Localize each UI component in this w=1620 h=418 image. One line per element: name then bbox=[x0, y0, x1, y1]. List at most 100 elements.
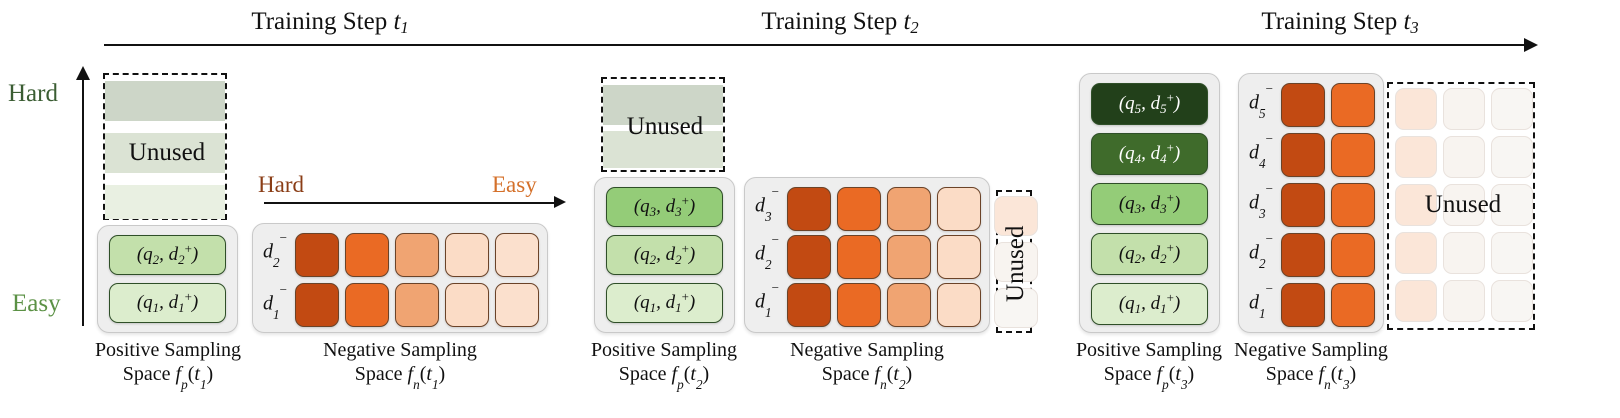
negative-cell[interactable] bbox=[395, 283, 439, 327]
negative-row-label-d3: d3− bbox=[1249, 181, 1274, 221]
positive-pair-q2[interactable]: (q2, d2+) bbox=[606, 235, 723, 275]
caption-positive-t3: Positive Sampling Space fp(t3) bbox=[1075, 339, 1223, 393]
difficulty-axis-arrowhead-t1 bbox=[554, 196, 566, 208]
negative-cell[interactable] bbox=[887, 283, 931, 327]
positive-pair-label: (q5, d5+) bbox=[1118, 90, 1181, 116]
negative-cell[interactable] bbox=[1281, 233, 1325, 277]
unused-positive-box-t1: Unused bbox=[103, 73, 227, 220]
unused-positive-box-t2: Unused bbox=[601, 77, 725, 172]
unused-negative-box-t2: Unused bbox=[994, 190, 1038, 333]
unused-band bbox=[603, 131, 723, 168]
negative-cell-unused bbox=[1395, 88, 1437, 130]
positive-pair-q3[interactable]: (q3, d3+) bbox=[606, 187, 723, 227]
positive-pair-q1[interactable]: (q1, d1+) bbox=[109, 283, 226, 323]
negative-row-label-d3: d3− bbox=[755, 184, 780, 224]
negative-cell-unused bbox=[1395, 280, 1437, 322]
positive-pair-q5[interactable]: (q5, d5+) bbox=[1091, 83, 1208, 125]
negative-cell[interactable] bbox=[887, 187, 931, 231]
negative-cell-unused bbox=[994, 196, 1038, 236]
positive-pair-label: (q2, d2+) bbox=[633, 241, 696, 267]
negative-cell-unused bbox=[1395, 136, 1437, 178]
negative-cell[interactable] bbox=[837, 187, 881, 231]
unused-band bbox=[105, 185, 225, 219]
difficulty-axis-t1 bbox=[264, 202, 558, 204]
caption-negative-t1: Negative Sampling Space fn(t1) bbox=[323, 339, 477, 393]
negative-cell[interactable] bbox=[445, 233, 489, 277]
negative-cell-unused bbox=[1443, 280, 1485, 322]
difficulty-label-hard: Hard bbox=[258, 172, 304, 197]
vertical-difficulty-axis bbox=[82, 78, 84, 326]
negative-cell[interactable] bbox=[787, 235, 831, 279]
vertical-axis-arrowhead bbox=[76, 66, 90, 80]
positive-pair-label: (q2, d2+) bbox=[136, 241, 199, 267]
unused-label-t2-positive: Unused bbox=[626, 113, 704, 140]
unused-band bbox=[603, 85, 723, 125]
positive-pair-label: (q4, d4+) bbox=[1118, 140, 1181, 166]
positive-sampling-space-t3: (q5, d5+) (q4, d4+) (q3, d3+) (q2, d2+) … bbox=[1079, 73, 1220, 333]
negative-cell-unused bbox=[1491, 232, 1533, 274]
negative-cell[interactable] bbox=[1331, 283, 1375, 327]
negative-cell[interactable] bbox=[295, 283, 339, 327]
negative-cell[interactable] bbox=[937, 235, 981, 279]
negative-cell-unused bbox=[1491, 88, 1533, 130]
timeline-arrowhead bbox=[1524, 38, 1538, 52]
axis-label-easy: Easy bbox=[12, 290, 61, 317]
negative-cell[interactable] bbox=[787, 187, 831, 231]
negative-cell[interactable] bbox=[837, 235, 881, 279]
positive-pair-q4[interactable]: (q4, d4+) bbox=[1091, 133, 1208, 175]
timeline-label-t1: Training Step t1 bbox=[251, 8, 409, 37]
negative-sampling-space-t3: d5− d4− d3− d2− d1− bbox=[1238, 73, 1384, 333]
timeline-axis bbox=[104, 44, 1528, 46]
negative-cell[interactable] bbox=[1281, 283, 1325, 327]
negative-cell[interactable] bbox=[887, 235, 931, 279]
negative-cell-unused bbox=[1443, 88, 1485, 130]
negative-row-label-d2: d2− bbox=[755, 232, 780, 272]
negative-cell-unused bbox=[1491, 184, 1533, 226]
unused-label-t1-positive: Unused bbox=[128, 139, 206, 166]
positive-pair-label: (q1, d1+) bbox=[633, 289, 696, 315]
negative-cell[interactable] bbox=[1281, 183, 1325, 227]
positive-pair-label: (q1, d1+) bbox=[136, 289, 199, 315]
negative-cell[interactable] bbox=[937, 283, 981, 327]
negative-cell[interactable] bbox=[787, 283, 831, 327]
negative-cell[interactable] bbox=[495, 283, 539, 327]
negative-row-label-d1: d1− bbox=[1249, 281, 1274, 321]
negative-cell[interactable] bbox=[837, 283, 881, 327]
negative-cell[interactable] bbox=[395, 233, 439, 277]
negative-cell[interactable] bbox=[1331, 83, 1375, 127]
negative-cell[interactable] bbox=[1281, 133, 1325, 177]
unused-band bbox=[105, 133, 225, 173]
negative-cell[interactable] bbox=[345, 233, 389, 277]
positive-pair-q3[interactable]: (q3, d3+) bbox=[1091, 183, 1208, 225]
negative-cell[interactable] bbox=[1281, 83, 1325, 127]
timeline-label-t2: Training Step t2 bbox=[761, 8, 919, 37]
positive-pair-q2[interactable]: (q2, d2+) bbox=[109, 235, 226, 275]
negative-cell[interactable] bbox=[1331, 233, 1375, 277]
negative-row-label-d4: d4− bbox=[1249, 131, 1274, 171]
negative-cell-unused bbox=[1443, 136, 1485, 178]
negative-cell-unused bbox=[1395, 232, 1437, 274]
negative-cell[interactable] bbox=[1331, 133, 1375, 177]
negative-cell-unused bbox=[1443, 232, 1485, 274]
positive-pair-q2[interactable]: (q2, d2+) bbox=[1091, 233, 1208, 275]
negative-cell[interactable] bbox=[345, 283, 389, 327]
negative-row-label-d1: d1− bbox=[755, 280, 780, 320]
caption-positive-t1: Positive Sampling Space fp(t1) bbox=[94, 339, 242, 393]
negative-cell[interactable] bbox=[445, 283, 489, 327]
positive-sampling-space-t2: (q3, d3+) (q2, d2+) (q1, d1+) bbox=[594, 177, 735, 333]
unused-band bbox=[105, 81, 225, 121]
positive-pair-q1[interactable]: (q1, d1+) bbox=[606, 283, 723, 323]
negative-cell-unused bbox=[1491, 280, 1533, 322]
positive-pair-q1[interactable]: (q1, d1+) bbox=[1091, 283, 1208, 325]
negative-cell-unused bbox=[1443, 184, 1485, 226]
positive-pair-label: (q3, d3+) bbox=[1118, 190, 1181, 216]
negative-cell[interactable] bbox=[937, 187, 981, 231]
negative-cell[interactable] bbox=[295, 233, 339, 277]
negative-cell[interactable] bbox=[1331, 183, 1375, 227]
caption-negative-t3: Negative Sampling Space fn(t3) bbox=[1234, 339, 1388, 393]
caption-positive-t2: Positive Sampling Space fp(t2) bbox=[590, 339, 738, 393]
negative-row-label-d1: d1− bbox=[263, 282, 288, 322]
negative-cell[interactable] bbox=[495, 233, 539, 277]
negative-cell-unused bbox=[994, 288, 1038, 328]
